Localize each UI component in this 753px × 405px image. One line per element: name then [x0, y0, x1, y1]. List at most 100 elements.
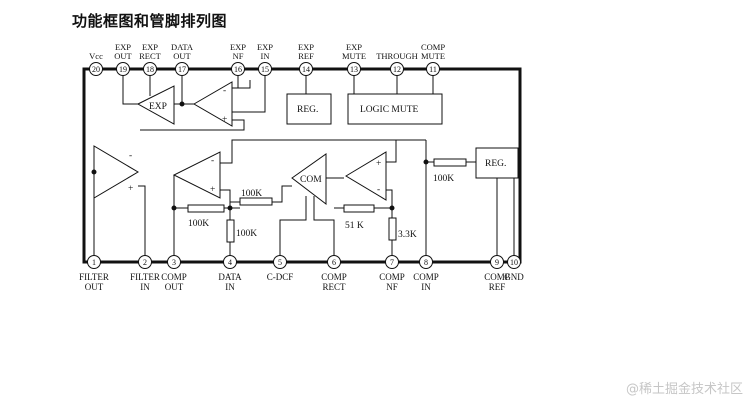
top-pin-20-label: Vcc	[89, 51, 103, 61]
bottom-pin-10-number: 10	[510, 258, 518, 267]
top-pin-17-number: 17	[178, 65, 186, 74]
top-pin-16-circle	[231, 62, 245, 76]
bottom-pin-3-number: 3	[172, 258, 176, 267]
bottom-pin-4-circle	[223, 255, 237, 269]
bottom-pin-9-number: 9	[495, 258, 499, 267]
top-pin-18-number: 18	[146, 65, 154, 74]
top-pin-11-label: MUTE	[421, 51, 445, 61]
com-label: COM	[300, 175, 322, 185]
bottom-pin-8-label: IN	[421, 282, 431, 292]
top-pin-14-number: 14	[302, 65, 310, 74]
bottom-pin-4-label: DATA	[218, 272, 242, 282]
top-pin-row: 20Vcc19EXPOUT18EXPRECT17DATAOUT16EXPNF15…	[89, 42, 445, 76]
exp-opamp	[193, 81, 233, 127]
bottom-pin-7-circle	[385, 255, 399, 269]
filter-opamp-minus: -	[129, 151, 132, 161]
bottom-pin-10-label: GND	[504, 272, 524, 282]
resistor-100k-d	[433, 158, 467, 167]
comp-opamp-plus: +	[210, 185, 215, 195]
top-pin-13-circle	[347, 62, 361, 76]
resistor-3k3-label: 3.3K	[398, 230, 417, 240]
top-pin-11-number: 11	[429, 65, 437, 74]
top-pin-18-label: EXP	[142, 42, 158, 52]
bottom-pin-3-label: OUT	[165, 282, 184, 292]
reg-right-block	[475, 147, 519, 179]
filter-opamp-plus: +	[128, 184, 133, 194]
reg-top-block	[286, 93, 332, 125]
bottom-pin-3-label: COMP	[161, 272, 187, 282]
comp-nf-opamp	[345, 151, 387, 201]
top-pin-17-label: OUT	[173, 51, 191, 61]
top-pin-12-circle	[390, 62, 404, 76]
top-pin-11-label: COMP	[421, 42, 445, 52]
top-pin-11-circle	[426, 62, 440, 76]
top-pin-12-label: THROUGH	[376, 51, 418, 61]
resistor-100k-d-label: 100K	[433, 174, 454, 184]
top-pin-14-label: EXP	[298, 42, 314, 52]
bottom-pin-2-label: FILTER	[130, 272, 160, 282]
bottom-pin-1-label: OUT	[85, 282, 104, 292]
top-pin-12-number: 12	[393, 65, 401, 74]
top-pin-15-number: 15	[261, 65, 269, 74]
top-pin-17-circle	[175, 62, 189, 76]
comp-nf-opamp-minus: -	[377, 185, 380, 195]
comp-opamp	[172, 151, 221, 199]
top-pin-19-circle	[116, 62, 130, 76]
bottom-pin-6-number: 6	[332, 258, 336, 267]
top-pin-16-label: NF	[233, 51, 244, 61]
resistor-100k-c-label: 100K	[236, 229, 257, 239]
bottom-pin-2-circle	[138, 255, 152, 269]
resistor-51k	[343, 204, 375, 213]
bottom-pin-8-label: COMP	[413, 272, 439, 282]
reg-right-label: REG.	[485, 159, 506, 169]
logic-mute-label: LOGIC MUTE	[360, 105, 419, 115]
resistor-100k-c	[226, 219, 235, 243]
bottom-pin-1-label: FILTER	[79, 272, 109, 282]
bottom-pin-4-number: 4	[228, 258, 232, 267]
watermark: @稀土掘金技术社区	[625, 382, 743, 397]
bottom-pin-6-label: RECT	[322, 282, 346, 292]
top-pin-13-number: 13	[350, 65, 358, 74]
top-pin-15-label: EXP	[257, 42, 273, 52]
bottom-pin-6-circle	[327, 255, 341, 269]
top-pin-15-circle	[258, 62, 272, 76]
bottom-pin-2-number: 2	[143, 258, 147, 267]
resistor-100k-b	[239, 197, 273, 206]
bottom-pin-3-circle	[167, 255, 181, 269]
bottom-pin-7-label: COMP	[379, 272, 405, 282]
top-pin-14-circle	[299, 62, 313, 76]
bottom-pin-5-label: C-DCF	[267, 272, 294, 282]
diagram-title: 功能框图和管脚排列图	[72, 12, 228, 30]
bottom-pin-9-label: REF	[489, 282, 506, 292]
exp-label: EXP	[149, 102, 167, 112]
bottom-pin-5-circle	[273, 255, 287, 269]
resistor-3k3	[388, 217, 397, 241]
comp-nf-opamp-plus: +	[376, 159, 381, 169]
bottom-pin-9-label: COMP	[484, 272, 510, 282]
bottom-pin-8-number: 8	[424, 258, 428, 267]
top-pin-19-label: EXP	[115, 42, 131, 52]
comp-opamp-minus: -	[211, 156, 214, 166]
exp-block	[136, 85, 175, 125]
bottom-pin-7-number: 7	[390, 258, 394, 267]
top-pin-18-circle	[143, 62, 157, 76]
reg-top-label: REG.	[297, 105, 318, 115]
bottom-pin-10-circle	[507, 255, 521, 269]
bottom-pin-8-circle	[419, 255, 433, 269]
bottom-pin-1-number: 1	[92, 258, 96, 267]
bottom-pin-row: 1FILTEROUT2FILTERIN3COMPOUT4DATAIN5C-DCF…	[79, 255, 524, 292]
resistor-100k-a-label: 100K	[188, 219, 209, 229]
bottom-pin-2-label: IN	[140, 282, 150, 292]
top-pin-18-label: RECT	[139, 51, 162, 61]
bottom-pin-7-label: NF	[386, 282, 398, 292]
exp-opamp-minus: -	[223, 86, 226, 96]
resistor-100k-b-label: 100K	[241, 189, 262, 199]
top-pin-14-label: REF	[298, 51, 314, 61]
bottom-pin-4-label: IN	[225, 282, 235, 292]
top-pin-19-label: OUT	[114, 51, 132, 61]
top-pin-20-number: 20	[92, 65, 100, 74]
resistor-51k-label: 51 K	[345, 221, 364, 231]
bottom-pin-6-label: COMP	[321, 272, 347, 282]
top-pin-16-label: EXP	[230, 42, 246, 52]
logic-mute-block	[347, 93, 443, 125]
